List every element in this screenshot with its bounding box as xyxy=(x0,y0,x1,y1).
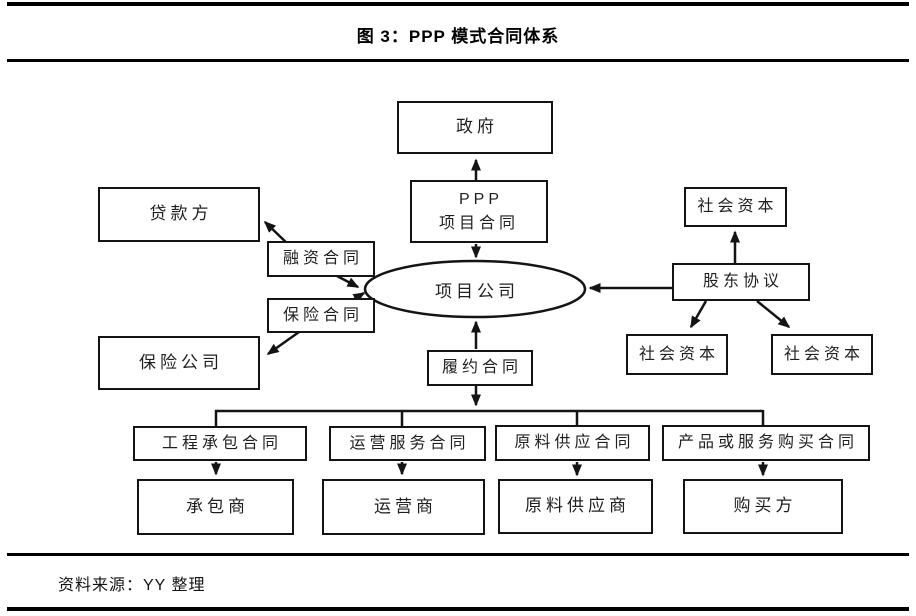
arrow-shareholder-to-social-capital-left xyxy=(689,300,708,329)
node-performance-contract: 履约合同 xyxy=(427,350,533,386)
node-material-supply-contract: 原料供应合同 xyxy=(495,425,650,461)
arrow-shareholder-to-social-capital-right xyxy=(756,300,791,328)
node-social-capital-top: 社会资本 xyxy=(684,187,787,227)
node-government: 政府 xyxy=(397,101,553,154)
figure-source: 资料来源：YY 整理 xyxy=(58,577,206,594)
arrow-financing-to-project-company xyxy=(336,274,360,289)
node-shareholder-agreement: 股东协议 xyxy=(672,263,810,301)
arrow-insurance-to-insurance-company xyxy=(266,330,300,356)
source-top-rule xyxy=(7,553,909,556)
project-company-ellipse xyxy=(363,259,587,319)
node-operator: 运营商 xyxy=(322,479,485,535)
node-ppp-project-contract: PPP 项目合同 xyxy=(410,180,548,243)
node-material-supplier: 原料供应商 xyxy=(498,479,653,534)
node-buyer: 购买方 xyxy=(683,479,843,534)
node-contractor: 承包商 xyxy=(137,479,294,535)
node-insurance-contract: 保险合同 xyxy=(267,298,375,333)
node-construction-contract: 工程承包合同 xyxy=(133,426,307,461)
title-bottom-rule xyxy=(7,59,909,62)
node-social-capital-bottom-right: 社会资本 xyxy=(771,334,873,375)
node-social-capital-bottom-left: 社会资本 xyxy=(626,334,728,375)
node-operation-service-contract: 运营服务合同 xyxy=(329,426,486,461)
figure-title: 图 3：PPP 模式合同体系 xyxy=(356,27,560,46)
node-financing-contract: 融资合同 xyxy=(267,241,375,277)
bottom-rule xyxy=(7,607,909,611)
top-rule xyxy=(7,2,909,6)
node-product-service-purchase-contract: 产品或服务购买合同 xyxy=(662,425,870,461)
node-insurance-company: 保险公司 xyxy=(98,336,260,390)
node-project-company-label: 项目公司 xyxy=(435,281,519,301)
node-lender: 贷款方 xyxy=(98,187,260,242)
